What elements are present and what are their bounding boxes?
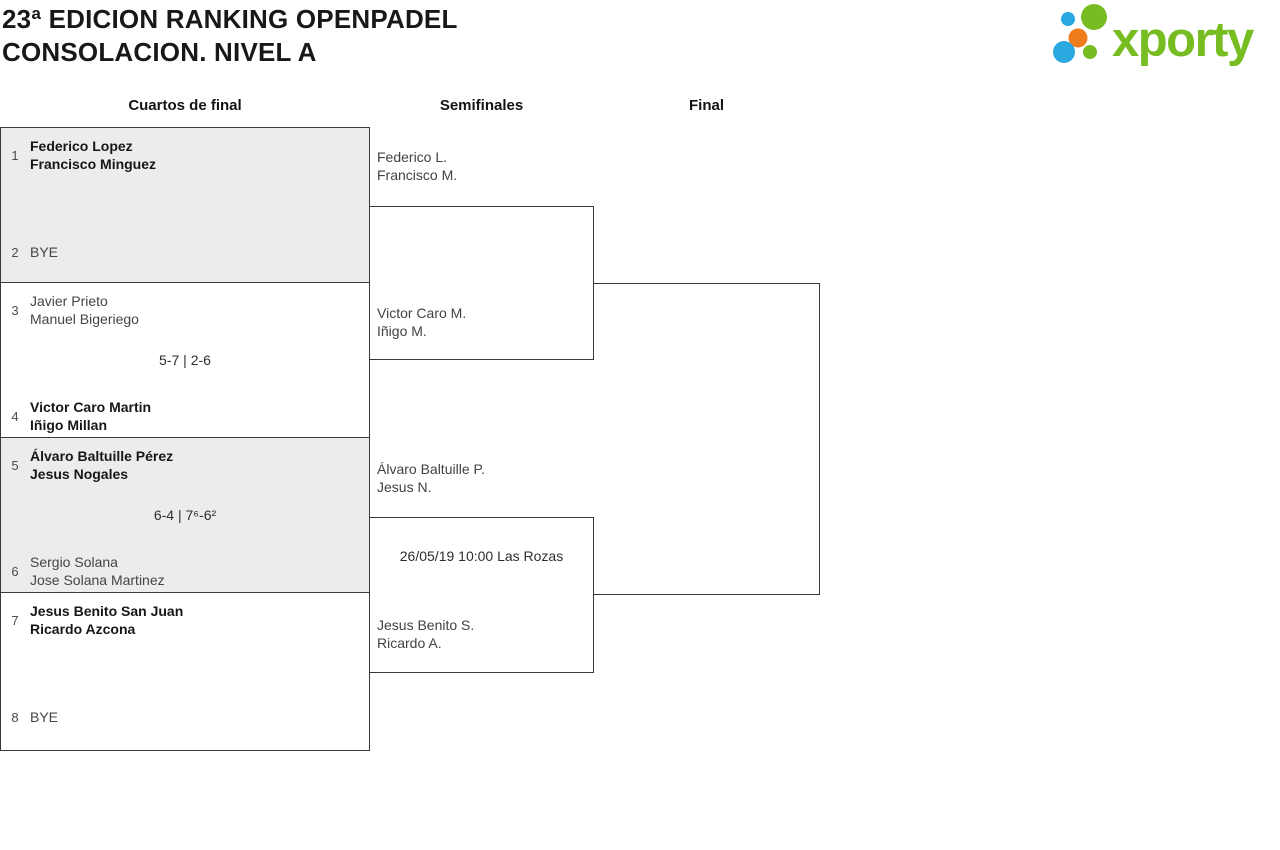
column-header-quarterfinals: Cuartos de final <box>128 97 242 114</box>
match-final <box>593 283 820 595</box>
logo-dot-orange <box>1068 28 1088 48</box>
seed-number: 4 <box>11 408 19 424</box>
team-names: Álvaro Baltuille Pérez Jesus Nogales <box>30 448 174 482</box>
qf1-team1: 1 Federico Lopez Francisco Minguez <box>8 137 361 173</box>
match-qf3: 5 Álvaro Baltuille Pérez Jesus Nogales 6… <box>0 437 370 593</box>
match-qf2: 3 Javier Prieto Manuel Bigeriego 5-7 | 2… <box>0 282 370 438</box>
column-header-semifinals: Semifinales <box>439 97 524 114</box>
match-schedule: 26/05/19 10:00 Las Rozas <box>399 548 564 564</box>
xporty-logo[interactable]: xporty <box>1048 0 1280 78</box>
qf1-team2: 2 BYE <box>8 243 361 261</box>
sf1-team1: Federico L. Francisco M. <box>377 149 458 183</box>
seed-number: 2 <box>11 244 19 260</box>
page-title-line1: 23ª EDICION RANKING OPENPADEL <box>2 4 458 34</box>
team-names: BYE <box>30 244 59 260</box>
seed-number: 1 <box>11 147 19 163</box>
seed-number: 8 <box>11 709 19 725</box>
team-names: Federico Lopez Francisco Minguez <box>30 138 157 172</box>
logo-dot-green-large <box>1081 4 1107 30</box>
qf3-team2: 6 Sergio Solana Jose Solana Martinez <box>8 553 361 589</box>
logo-wordmark: xporty <box>1112 13 1254 67</box>
seed-number: 3 <box>11 302 19 318</box>
seed-number: 5 <box>11 457 19 473</box>
match-sf2 <box>369 517 594 673</box>
logo-dot-blue-large <box>1053 41 1075 63</box>
qf4-team1: 7 Jesus Benito San Juan Ricardo Azcona <box>8 602 361 638</box>
qf4-team2: 8 BYE <box>8 708 361 726</box>
sf2-team2: Jesus Benito S. Ricardo A. <box>377 617 475 651</box>
match-score: 6-4 | 7⁶-6² <box>153 507 217 523</box>
seed-number: 6 <box>11 563 19 579</box>
qf2-team2: 4 Victor Caro Martin Iñigo Millan <box>8 398 361 434</box>
match-qf4: 7 Jesus Benito San Juan Ricardo Azcona 8… <box>0 592 370 751</box>
seed-number: 7 <box>11 612 19 628</box>
match-score: 5-7 | 2-6 <box>159 352 211 368</box>
team-names: Victor Caro Martin Iñigo Millan <box>30 399 152 433</box>
match-qf1: 1 Federico Lopez Francisco Minguez 2 BYE <box>0 127 370 283</box>
sf1-team2: Victor Caro M. Iñigo M. <box>377 305 467 339</box>
team-names: Sergio Solana Jose Solana Martinez <box>30 554 165 588</box>
page-title-line2: CONSOLACION. NIVEL A <box>2 37 317 67</box>
qf3-team1: 5 Álvaro Baltuille Pérez Jesus Nogales <box>8 447 361 483</box>
qf2-team1: 3 Javier Prieto Manuel Bigeriego <box>8 292 361 328</box>
sf2-team1: Álvaro Baltuille P. Jesus N. <box>377 461 485 495</box>
team-names: Jesus Benito San Juan Ricardo Azcona <box>30 603 184 637</box>
page-title: 23ª EDICION RANKING OPENPADEL CONSOLACIO… <box>2 3 458 69</box>
column-header-final: Final <box>688 97 724 114</box>
team-names: BYE <box>30 709 59 725</box>
logo-dot-blue-small <box>1061 12 1075 26</box>
logo-dot-green-small <box>1083 45 1097 59</box>
team-names: Javier Prieto Manuel Bigeriego <box>30 293 139 327</box>
